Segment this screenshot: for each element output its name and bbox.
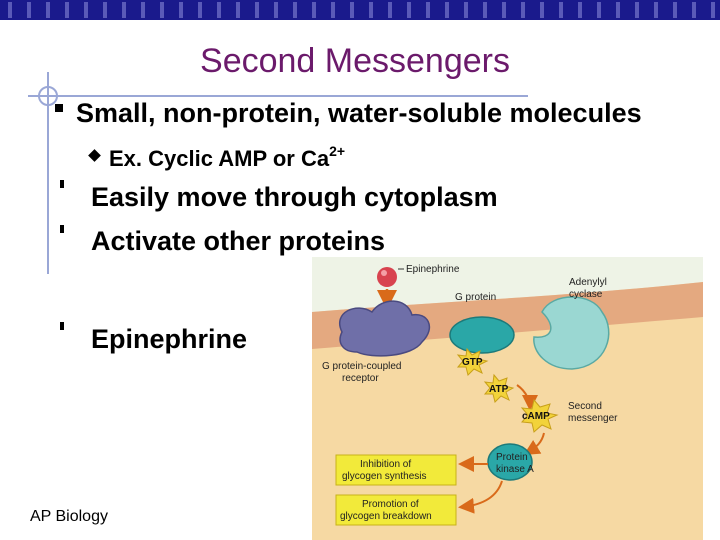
banner-stripe: [445, 2, 449, 18]
banner-stripe: [46, 2, 50, 18]
label-gtp: GTP: [462, 357, 483, 368]
gtp-star-icon: [456, 347, 489, 376]
camp-star-icon: [520, 398, 559, 433]
label-kinase-2: kinase A: [496, 464, 534, 475]
banner-stripe: [464, 2, 468, 18]
banner-stripe: [198, 2, 202, 18]
banner-stripe: [312, 2, 316, 18]
decor-horizontal-line: [28, 95, 528, 97]
label-inhibition-2: glycogen synthesis: [342, 471, 427, 482]
bullet-square-icon: [60, 180, 64, 188]
label-adenylyl-1: Adenylyl: [569, 277, 607, 288]
banner-stripe: [274, 2, 278, 18]
decor-crosshair-circle: [38, 86, 58, 106]
footer-label: AP Biology: [30, 508, 108, 525]
label-promotion-2: glycogen breakdown: [340, 511, 432, 522]
slide-title: Second Messengers: [200, 42, 510, 80]
sub-bullet-main: Ex. Cyclic AMP or Ca: [109, 146, 330, 171]
banner-stripe: [350, 2, 354, 18]
banner-stripe: [293, 2, 297, 18]
label-atp: ATP: [489, 384, 509, 395]
label-second-2: messenger: [568, 413, 618, 424]
banner-stripe: [217, 2, 221, 18]
banner-stripe: [236, 2, 240, 18]
banner-stripe: [540, 2, 544, 18]
signal-pathway-diagram: Epinephrine G protein-coupled receptor G…: [312, 257, 703, 540]
label-kinase-1: Protein: [496, 452, 528, 463]
epinephrine-molecule-icon: [377, 267, 397, 287]
banner-stripe: [654, 2, 658, 18]
bullet-square-icon: [60, 225, 64, 233]
banner-stripe: [616, 2, 620, 18]
label-adenylyl-2: cyclase: [569, 289, 603, 300]
banner-stripe: [559, 2, 563, 18]
banner-stripe: [141, 2, 145, 18]
banner-stripe: [8, 2, 12, 18]
banner-stripe: [84, 2, 88, 18]
banner-stripe: [483, 2, 487, 18]
banner-stripe: [521, 2, 525, 18]
banner-stripe: [65, 2, 69, 18]
protein-kinase-shape: [487, 443, 533, 481]
banner-stripe: [369, 2, 373, 18]
g-protein-shape: [449, 316, 515, 354]
banner-stripe: [388, 2, 392, 18]
banner-stripe: [711, 2, 715, 18]
label-receptor-2: receptor: [342, 373, 379, 384]
adenylyl-cyclase-shape: [533, 296, 610, 370]
bullet-text-1: Small, non-protein, water-soluble molecu…: [76, 98, 642, 128]
label-second-1: Second: [568, 401, 602, 412]
label-inhibition-1: Inhibition of: [360, 459, 411, 470]
banner-stripe: [122, 2, 126, 18]
label-receptor-1: G protein-coupled: [322, 361, 402, 372]
label-epinephrine: Epinephrine: [406, 264, 460, 275]
bullet-square-icon: [60, 322, 64, 330]
banner-stripe: [255, 2, 259, 18]
banner-stripe: [578, 2, 582, 18]
bullet-text-3: Activate other proteins: [91, 226, 386, 256]
banner-stripe: [160, 2, 164, 18]
calcium-charge: 2+: [329, 143, 346, 159]
bullet-text-2: Easily move through cytoplasm: [91, 182, 498, 212]
bullet-diamond-icon: [88, 149, 101, 162]
banner-stripe: [426, 2, 430, 18]
banner-stripe: [597, 2, 601, 18]
banner-stripe: [331, 2, 335, 18]
banner-stripe: [103, 2, 107, 18]
decor-vertical-line: [47, 72, 49, 274]
banner-stripe: [502, 2, 506, 18]
sub-bullet-text: Ex. Cyclic AMP or Ca2+: [109, 143, 345, 172]
label-promotion-1: Promotion of: [362, 499, 419, 510]
inhibition-box: [335, 454, 457, 486]
label-camp: cAMP: [522, 411, 550, 422]
receptor-shape: [339, 300, 431, 357]
bullet-text-4: Epinephrine: [91, 324, 248, 354]
banner-stripe: [27, 2, 31, 18]
atp-star-icon: [483, 373, 515, 403]
promotion-box: [335, 494, 457, 526]
banner-stripe: [179, 2, 183, 18]
label-g-protein: G protein: [455, 292, 496, 303]
top-banner: [0, 0, 720, 20]
banner-stripe: [692, 2, 696, 18]
banner-stripe: [635, 2, 639, 18]
banner-stripe: [673, 2, 677, 18]
banner-stripe: [407, 2, 411, 18]
bullet-square-icon: [55, 104, 63, 112]
